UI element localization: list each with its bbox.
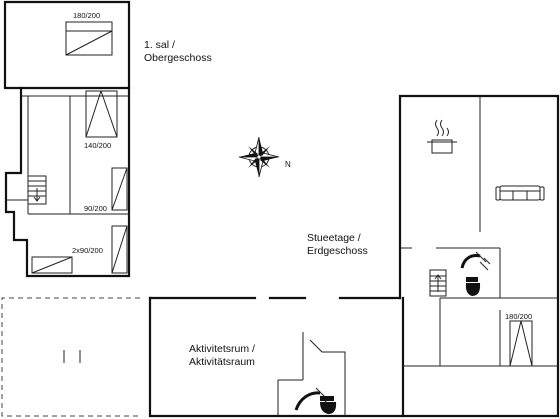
- bed-140: [85, 90, 118, 138]
- ground-floor-walls: [148, 94, 560, 418]
- bed-size-label: 180/200: [505, 312, 533, 321]
- bed-90: [111, 167, 128, 211]
- upper-floor-label-line2: Obergeschoss: [144, 52, 212, 65]
- sofa-icon: [495, 185, 545, 201]
- stairs-icon: [27, 175, 47, 205]
- bed-180-ground: [509, 320, 533, 367]
- toilet-icon: [465, 277, 481, 296]
- compass-north-label: N: [285, 160, 291, 169]
- stairs-icon: [429, 269, 447, 297]
- ground-floor-label: Stueetage / Erdgeschoss: [307, 232, 368, 258]
- upper-floor-walls: [3, 0, 131, 278]
- bed-180-upper: [65, 21, 113, 56]
- bed-size-label: 90/200: [84, 204, 107, 213]
- cooking-pot-icon: [427, 119, 457, 154]
- bed-size-label: 140/200: [84, 141, 112, 150]
- ground-floor-label-line1: Stueetage /: [307, 232, 361, 244]
- activity-room-label: Aktivitetsrum / Aktivitätsraum: [189, 343, 255, 369]
- bed-size-label: 180/200: [73, 11, 101, 20]
- terrace-outline: [1, 297, 140, 417]
- compass-rose-icon: [238, 136, 280, 178]
- bed-2x90: [31, 225, 128, 274]
- ground-floor-label-line2: Erdgeschoss: [307, 245, 368, 258]
- shower-icon: [460, 251, 491, 271]
- upper-floor-label: 1. sal / Obergeschoss: [144, 39, 212, 65]
- bed-size-label: 2x90/200: [72, 246, 103, 255]
- activity-room-label-line1: Aktivitetsrum /: [189, 343, 255, 355]
- activity-room-label-line2: Aktivitätsraum: [189, 356, 255, 369]
- upper-floor-label-line1: 1. sal /: [144, 39, 175, 51]
- toilet-icon: [320, 396, 337, 414]
